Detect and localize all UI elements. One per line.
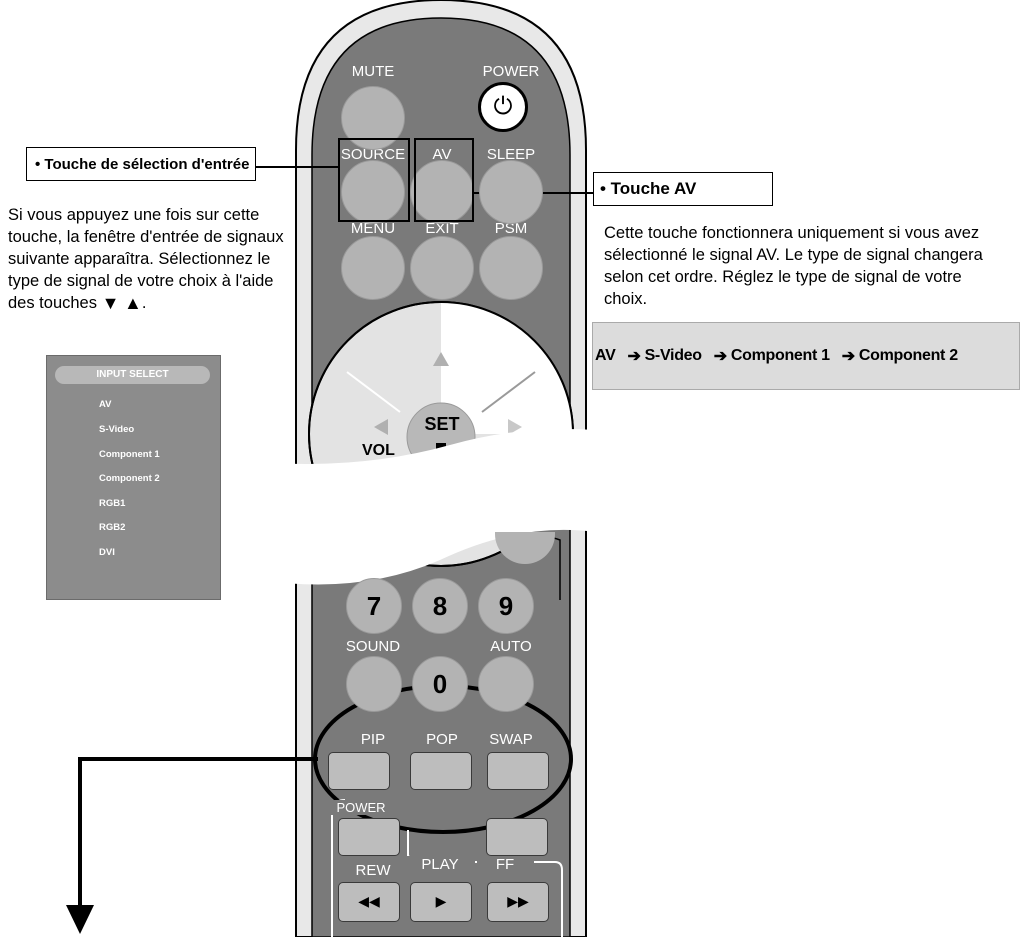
input-select-callout: • Touche de sélection d'entrée	[26, 147, 256, 181]
power-button[interactable]: ⏻	[478, 82, 528, 132]
menu-item-s-video[interactable]: S-Video	[99, 424, 135, 435]
menu-item-dvi[interactable]: DVI	[99, 547, 115, 558]
swap-label: SWAP	[489, 731, 533, 748]
exit-button[interactable]	[410, 236, 474, 300]
arrow-right-icon: ➔	[841, 348, 855, 365]
set-button[interactable]	[407, 403, 475, 471]
rew-label: REW	[355, 862, 391, 879]
signal-order-box: AV ➔ S-Video ➔ Component 1 ➔ Component 2	[592, 322, 1020, 390]
input-select-description: Si vous appuyez une fois sur cette touch…	[8, 206, 284, 313]
exit-label: EXIT	[425, 220, 459, 237]
ff-button[interactable]: ▶▶	[487, 882, 549, 922]
signal-order-item: Component 2	[858, 347, 958, 364]
menu-label: MENU	[350, 220, 396, 237]
rew-button[interactable]: ◀◀	[338, 882, 400, 922]
rewind-icon: ◀◀	[358, 893, 380, 909]
volume-right-button[interactable]	[496, 408, 532, 448]
fast-forward-icon: ▶▶	[507, 893, 529, 909]
input-select-menu-title: INPUT SELECT	[55, 366, 210, 384]
signal-order-item: Component 1	[730, 347, 830, 364]
source-button[interactable]	[341, 160, 405, 224]
number-9-button[interactable]: 9	[478, 578, 534, 634]
mute-label: MUTE	[351, 63, 395, 80]
menu-item-av[interactable]: AV	[99, 399, 112, 410]
power-label: POWER	[482, 63, 540, 80]
signal-order-item: AV	[595, 347, 616, 364]
set-label: SET	[424, 414, 460, 434]
pip-label: PIP	[360, 731, 386, 748]
psm-button[interactable]	[479, 236, 543, 300]
sound-label: SOUND	[345, 638, 401, 655]
play-label: PLAY	[405, 856, 475, 873]
av-label: AV	[432, 146, 452, 163]
swap-button[interactable]	[487, 752, 549, 790]
input-select-menu: INPUT SELECT AV S-Video Component 1 Comp…	[46, 355, 221, 600]
sound-button[interactable]	[346, 656, 402, 712]
ff-label: FF	[477, 856, 533, 873]
play-button[interactable]: ▶	[410, 882, 472, 922]
up-arrow-icon: ▲	[124, 293, 142, 313]
menu-button[interactable]	[341, 236, 405, 300]
number-7-button[interactable]: 7	[346, 578, 402, 634]
arrow-right-icon: ➔	[713, 348, 727, 365]
blank-button[interactable]	[486, 818, 548, 856]
number-8-button[interactable]: 8	[412, 578, 468, 634]
psm-label: PSM	[494, 220, 528, 237]
input-select-callout-label: • Touche de sélection d'entrée	[35, 155, 250, 173]
menu-item-component-1[interactable]: Component 1	[99, 449, 160, 460]
sleep-button[interactable]	[479, 160, 543, 224]
menu-item-rgb2[interactable]: RGB2	[99, 522, 126, 533]
source-label: SOURCE	[340, 146, 406, 163]
menu-item-rgb1[interactable]: RGB1	[99, 498, 126, 509]
number-0-button[interactable]: 0	[412, 656, 468, 712]
auto-button[interactable]	[478, 656, 534, 712]
arrow-right-icon: ➔	[627, 348, 641, 365]
pop-label: POP	[426, 731, 458, 748]
power-small-button[interactable]	[338, 818, 400, 856]
av-callout: • Touche AV	[593, 172, 773, 206]
av-highlight	[414, 138, 474, 222]
play-icon: ▶	[435, 893, 447, 909]
av-button[interactable]	[410, 160, 474, 224]
auto-label: AUTO	[490, 638, 532, 655]
pip-button[interactable]	[328, 752, 390, 790]
vol-label: VOL	[362, 442, 395, 459]
volume-left-button[interactable]	[362, 408, 398, 448]
input-select-description-text: Si vous appuyez une fois sur cette touch…	[8, 206, 284, 312]
signal-order-item: S-Video	[644, 347, 702, 364]
pop-button[interactable]	[410, 752, 472, 790]
menu-item-component-2[interactable]: Component 2	[99, 473, 160, 484]
av-callout-label: • Touche AV	[600, 179, 697, 198]
up-button[interactable]	[420, 338, 462, 378]
down-arrow-icon: ▼	[101, 293, 120, 313]
power-icon: ⏻	[493, 93, 513, 120]
av-description: Cette touche fonctionnera uniquement si …	[604, 224, 983, 308]
power-small-label: POWER	[323, 800, 399, 815]
sleep-label: SLEEP	[486, 146, 536, 163]
source-highlight	[338, 138, 410, 222]
